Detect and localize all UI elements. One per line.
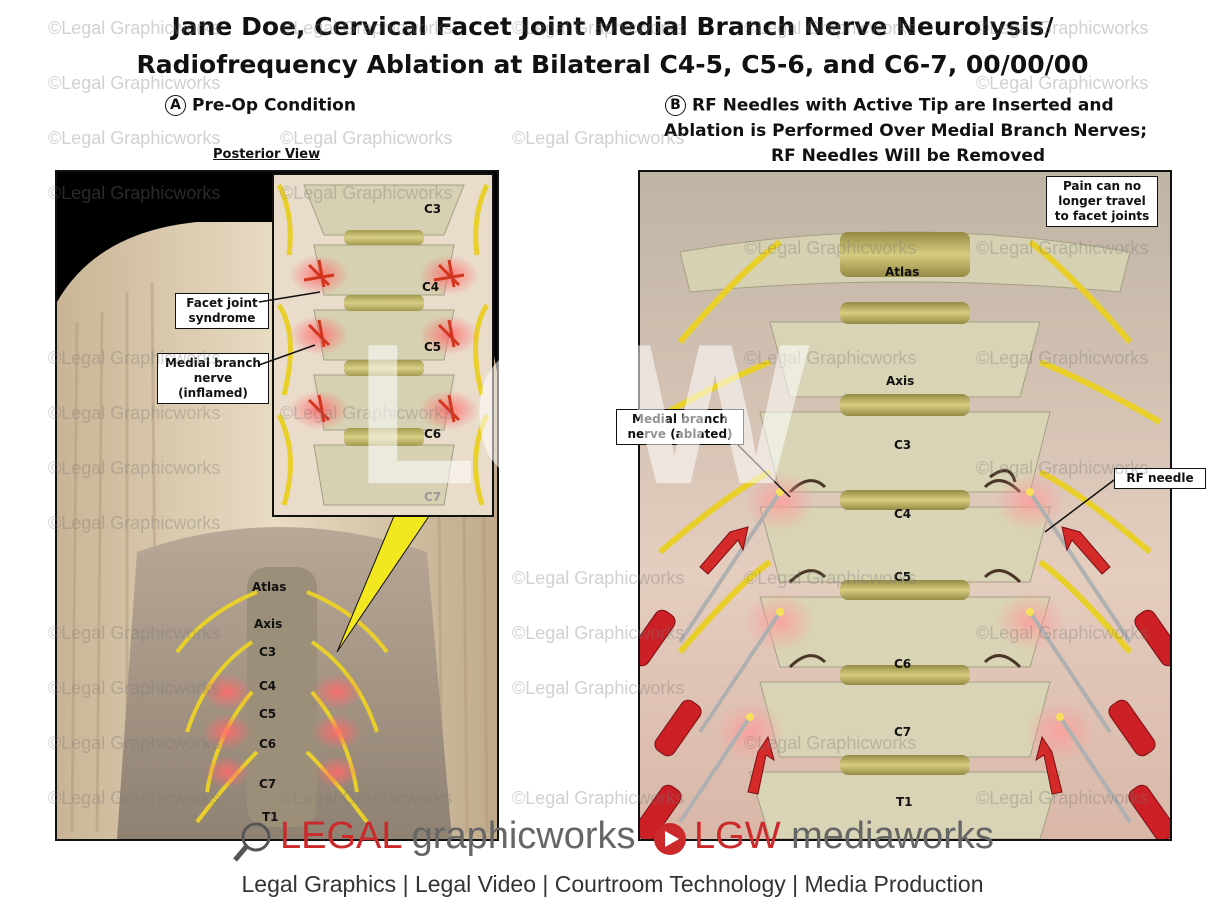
title-line-1: Jane Doe, Cervical Facet Joint Medial Br… bbox=[171, 12, 1054, 41]
brand-legal-graphicworks: LEGAL graphicworks bbox=[280, 815, 636, 858]
inset-label-c7: C7 bbox=[424, 490, 442, 504]
panel-a-letter: A bbox=[165, 95, 186, 116]
b-label-atlas: Atlas bbox=[885, 265, 920, 279]
b-label-c3: C3 bbox=[894, 438, 912, 452]
neck-label-c5: C5 bbox=[259, 707, 277, 721]
spine-rf-ablation-illustration bbox=[640, 172, 1170, 839]
neck-label-c6: C6 bbox=[259, 737, 277, 751]
watermark: ©Legal Graphicworks bbox=[48, 128, 221, 148]
panel-b-heading-line1: RF Needles with Active Tip are Inserted … bbox=[692, 95, 1114, 116]
panel-b-letter: B bbox=[665, 95, 686, 116]
neck-label-c7: C7 bbox=[259, 777, 277, 791]
callout-pain-no-longer: Pain can no longer travel to facet joint… bbox=[1046, 176, 1158, 227]
b-label-c7: C7 bbox=[894, 725, 912, 739]
brand1-bold: LEGAL bbox=[280, 815, 402, 857]
inset-label-c3: C3 bbox=[424, 202, 442, 216]
panel-b-heading-line2: Ablation is Performed Over Medial Branch… bbox=[664, 121, 1148, 141]
neck-label-t1: T1 bbox=[262, 810, 279, 824]
footer-brand-row: LEGAL graphicworks LGW mediaworks bbox=[232, 815, 1012, 863]
footer-tagline: Legal Graphics | Legal Video | Courtroom… bbox=[241, 871, 984, 897]
b-label-c4: C4 bbox=[894, 507, 912, 521]
panel-b-heading-line3: RF Needles Will be Removed bbox=[771, 146, 1046, 166]
callout-medial-branch-ablated: Medial branch nerve (ablated) bbox=[616, 409, 744, 445]
inset-label-c5: C5 bbox=[424, 340, 442, 354]
posterior-view-label: Posterior View bbox=[213, 147, 321, 162]
b-label-axis: Axis bbox=[886, 374, 915, 388]
inset-label-c4: C4 bbox=[422, 280, 440, 294]
neck-label-c4: C4 bbox=[259, 679, 277, 693]
brand-lgw-mediaworks: LGW mediaworks bbox=[694, 815, 994, 858]
play-icon bbox=[654, 823, 686, 855]
callout-rf-needle: RF needle bbox=[1114, 468, 1206, 489]
magnifier-icon bbox=[233, 822, 271, 862]
brand2-bold: LGW bbox=[694, 815, 781, 857]
panel-a-heading-text: Pre-Op Condition bbox=[192, 95, 356, 116]
spine-closeup-inflamed bbox=[274, 175, 492, 515]
panel-a-leader-lines bbox=[258, 291, 321, 366]
panel-a-heading: A Pre-Op Condition bbox=[165, 95, 356, 116]
brand2-rest: mediaworks bbox=[780, 815, 994, 857]
neck-label-atlas: Atlas bbox=[252, 580, 287, 594]
b-label-c5: C5 bbox=[894, 570, 912, 584]
watermark: ©Legal Graphicworks bbox=[512, 128, 685, 148]
b-label-c6: C6 bbox=[894, 657, 912, 671]
neck-label-c3: C3 bbox=[259, 645, 277, 659]
panel-a-inset: C3 C4 C5 C6 C7 bbox=[272, 173, 494, 517]
b-label-t1: T1 bbox=[896, 795, 913, 809]
brand1-rest: graphicworks bbox=[401, 815, 636, 857]
panel-b-illustration: Atlas Axis C3 C4 C5 C6 C7 T1 bbox=[638, 170, 1172, 841]
callout-facet-joint: Facet joint syndrome bbox=[175, 293, 269, 329]
watermark: ©Legal Graphicworks bbox=[280, 128, 453, 148]
title-line-2: Radiofrequency Ablation at Bilateral C4-… bbox=[136, 50, 1089, 79]
inset-label-c6: C6 bbox=[424, 427, 442, 441]
callout-medial-branch-inflamed: Medial branch nerve (inflamed) bbox=[157, 353, 269, 404]
neck-label-axis: Axis bbox=[254, 617, 283, 631]
panel-b-heading: B RF Needles with Active Tip are Inserted… bbox=[665, 95, 1114, 116]
